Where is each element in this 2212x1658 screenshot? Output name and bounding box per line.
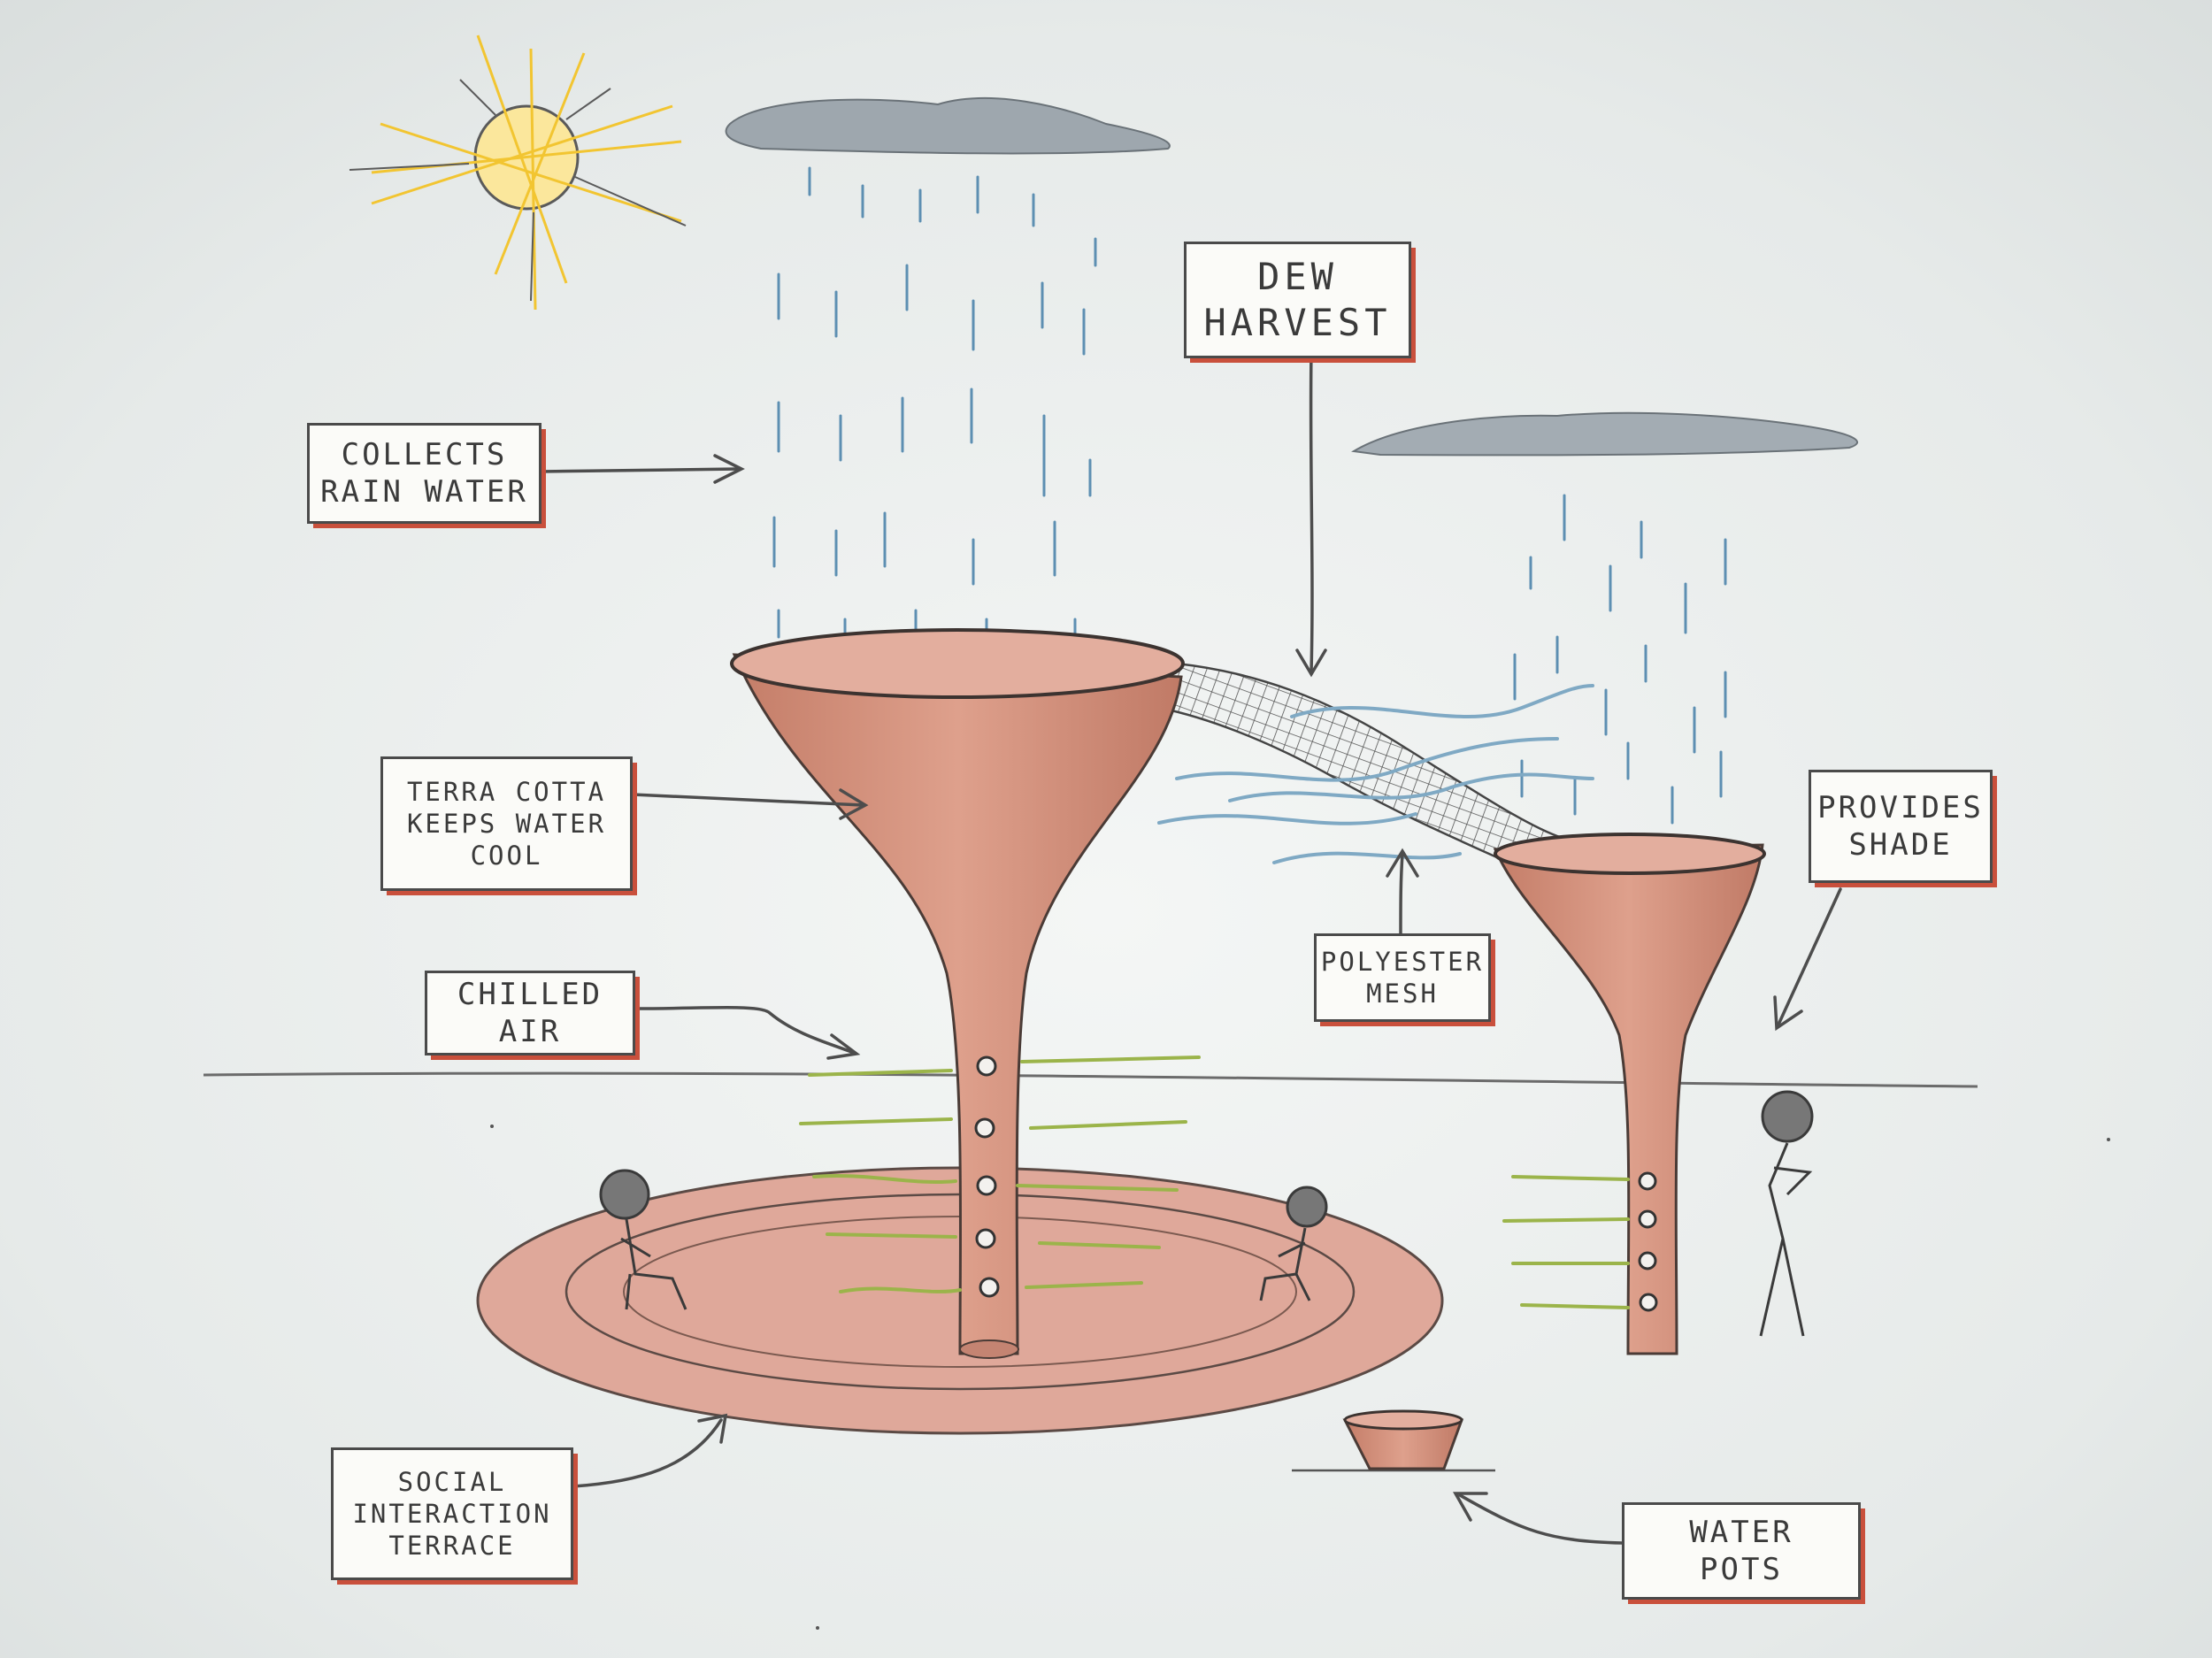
label-dew-harvest: DEW HARVEST: [1184, 242, 1411, 358]
label-social-interaction-terrace: SOCIAL INTERACTION TERRACE: [331, 1447, 573, 1580]
label-polyester-mesh-text: POLYESTER MESH: [1321, 946, 1484, 1010]
label-collects-rain-water-text: COLLECTS RAIN WATER: [320, 436, 528, 511]
label-polyester-mesh: POLYESTER MESH: [1314, 933, 1491, 1022]
label-terra-cotta: TERRA COTTA KEEPS WATER COOL: [380, 756, 633, 891]
label-water-pots: WATER POTS: [1622, 1502, 1861, 1600]
label-social-interaction-terrace-text: SOCIAL INTERACTION TERRACE: [352, 1466, 551, 1562]
label-provides-shade: PROVIDES SHADE: [1809, 770, 1993, 883]
label-chilled-air-text: CHILLED AIR: [457, 976, 603, 1051]
label-provides-shade-text: PROVIDES SHADE: [1817, 789, 1984, 864]
label-dew-harvest-text: DEW HARVEST: [1203, 254, 1391, 347]
label-chilled-air: CHILLED AIR: [425, 971, 635, 1055]
label-terra-cotta-text: TERRA COTTA KEEPS WATER COOL: [407, 776, 606, 872]
label-water-pots-text: WATER POTS: [1689, 1514, 1793, 1589]
label-collects-rain-water: COLLECTS RAIN WATER: [307, 423, 541, 524]
